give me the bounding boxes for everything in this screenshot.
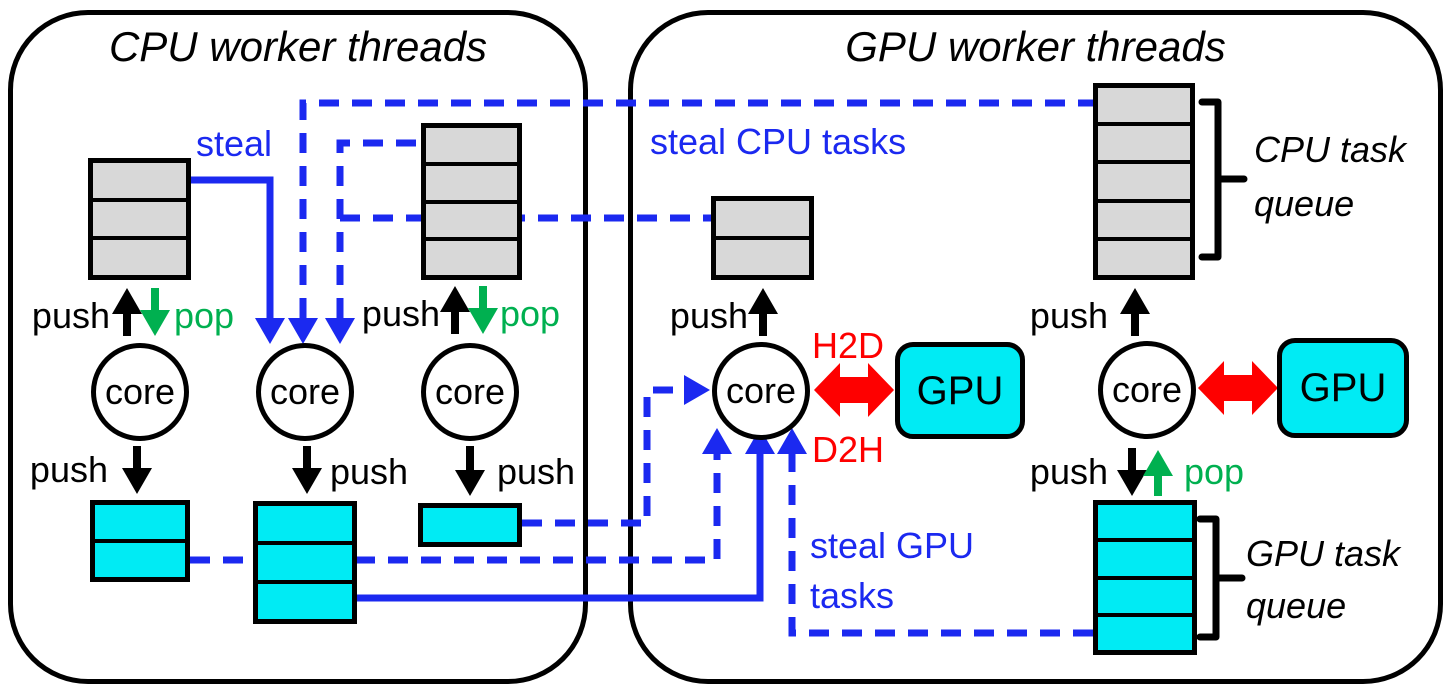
steal-dashed-line-q2-to-core2: [336, 139, 421, 318]
cpu-task-cell: [1098, 126, 1190, 161]
steal-cpu-tasks-label: steal CPU tasks: [650, 121, 907, 162]
arrowhead-up-core4-dash1: [702, 428, 732, 454]
cpu-task-cell: [716, 201, 809, 236]
pop-down-arrowhead-q1: [140, 310, 170, 336]
gpu-panel-title: GPU worker threads: [845, 23, 1226, 70]
gpu-task-cell: [258, 545, 352, 580]
h2d-d2h-double-arrow-gpu1: [814, 363, 894, 417]
cpu-task-cell: [1098, 240, 1190, 276]
pop-label-core5: pop: [1184, 451, 1245, 492]
core-label: core: [1111, 369, 1183, 410]
cpu-task-cell: [93, 163, 186, 198]
push-up-arrowhead-q2: [440, 286, 470, 312]
core-label: core: [725, 370, 797, 411]
push-down-arrowhead-core3: [455, 470, 485, 496]
steal-cpu-tasks-dashed-line-tallqueue-to-core2: [299, 99, 1095, 318]
gpu-task-queue-label-line1: GPU task: [1246, 533, 1401, 574]
arrowhead-right-core4: [684, 375, 710, 405]
gpu-worker2-cpu-task-queue: [1093, 83, 1195, 280]
gpu-worker2-gpu-task-queue: [1093, 500, 1197, 655]
cpu-task-cell: [426, 241, 517, 275]
arrowhead-down-core2-dash2: [325, 318, 355, 344]
gpu-device-2: GPU: [1277, 338, 1409, 438]
cpu-worker3-cpu-task-queue: [421, 123, 522, 280]
gpu-worker1-core: core: [712, 342, 810, 440]
cpu-task-cell: [1098, 88, 1190, 123]
push-down-arrowhead-core5: [1117, 470, 1147, 496]
steal-gpu-dashed-line-cyanq1-to-core4: [190, 452, 721, 564]
arrowhead-down-core2-solid: [255, 318, 285, 344]
core-label: core: [104, 371, 176, 412]
pop-label-q1: pop: [174, 295, 235, 336]
cpu-core-2: core: [256, 343, 354, 441]
gpu-task-cell: [1098, 505, 1192, 539]
arrowhead-down-core2-dash1: [288, 318, 318, 344]
push-up-arrowhead-core5: [1120, 288, 1150, 314]
gpu-label: GPU: [916, 368, 1004, 413]
cpu-task-cell: [93, 240, 186, 276]
gpu-label: GPU: [1299, 366, 1387, 410]
cpu-task-queue-label-line2: queue: [1254, 183, 1355, 224]
cpu-task-cell: [1098, 202, 1190, 237]
pop-up-arrowhead-core5: [1143, 450, 1173, 476]
gpu-task-cell: [258, 584, 352, 619]
push-label-q1: push: [31, 295, 110, 336]
push-label-core5-bottom: push: [1029, 451, 1108, 492]
pop-label-q2: pop: [500, 293, 561, 334]
cpu-worker1-gpu-task-queue: [90, 500, 190, 582]
cpu-task-cell: [426, 165, 517, 200]
steal-gpu-tasks-label-line2: tasks: [810, 575, 895, 616]
cpu-task-queue-brace: [1198, 98, 1248, 261]
gpu-task-queue-brace: [1196, 515, 1246, 641]
cpu-task-cell: [426, 128, 517, 162]
steal-label: steal: [196, 123, 273, 164]
cpu-task-cell: [1098, 164, 1190, 199]
steal-gpu-dashed-line-cyanq3-to-core4: [522, 386, 682, 527]
gpu-task-cell: [258, 506, 352, 541]
cpu-worker2-gpu-task-queue: [253, 501, 357, 624]
push-label-core1: push: [29, 449, 108, 490]
push-label-core2: push: [330, 451, 409, 492]
gpu-task-cell: [95, 505, 185, 539]
gpu-device-1: GPU: [895, 342, 1025, 439]
push-label-core3: push: [497, 451, 576, 492]
push-up-arrowhead-q1: [112, 288, 142, 314]
steal-gpu-tasks-dashed-line-gpuqueue2-to-core4: [788, 452, 1093, 637]
gpu-task-cell: [423, 508, 517, 542]
gpu-task-cell: [1098, 616, 1192, 650]
cpu-worker3-gpu-task-queue: [418, 503, 522, 547]
push-label-core4: push: [669, 295, 748, 336]
cpu-core-1: core: [91, 343, 189, 441]
steal-gpu-solid-line-cyanq2-to-core4: [357, 452, 764, 602]
arrowhead-up-core4-dash2: [777, 428, 807, 454]
cpu-task-cell: [93, 201, 186, 237]
gpu-task-cell: [1098, 542, 1192, 576]
pop-down-arrowhead-q2: [468, 308, 498, 334]
gpu-worker1-cpu-task-queue: [711, 196, 814, 280]
d2h-label: D2H: [812, 429, 885, 470]
core-label: core: [434, 371, 506, 412]
push-down-arrowhead-core2: [292, 468, 322, 494]
cpu-panel-title: CPU worker threads: [108, 23, 488, 70]
h2d-label: H2D: [812, 325, 885, 366]
arrowhead-up-core4-solid: [745, 428, 775, 454]
gpu-worker2-core: core: [1098, 341, 1196, 439]
gpu-task-queue-label-line2: queue: [1246, 585, 1347, 626]
push-label-q2: push: [361, 293, 440, 334]
cpu-core-3: core: [421, 343, 519, 441]
double-arrow-gpu2: [1198, 361, 1278, 415]
cpu-task-cell: [426, 203, 517, 238]
push-label-core5-top: push: [1029, 295, 1108, 336]
cpu-task-queue-label-line1: CPU task: [1254, 129, 1407, 170]
push-up-arrowhead-core4: [748, 288, 778, 314]
push-down-arrowhead-core1: [122, 468, 152, 494]
cpu-task-cell: [716, 240, 809, 275]
gpu-task-cell: [1098, 579, 1192, 613]
steal-gpu-tasks-label-line1: steal GPU: [810, 525, 975, 566]
steal-solid-line-q1-to-core2: [190, 176, 274, 318]
cpu-worker1-cpu-task-queue: [88, 158, 191, 280]
core-label: core: [269, 371, 341, 412]
gpu-task-cell: [95, 543, 185, 577]
